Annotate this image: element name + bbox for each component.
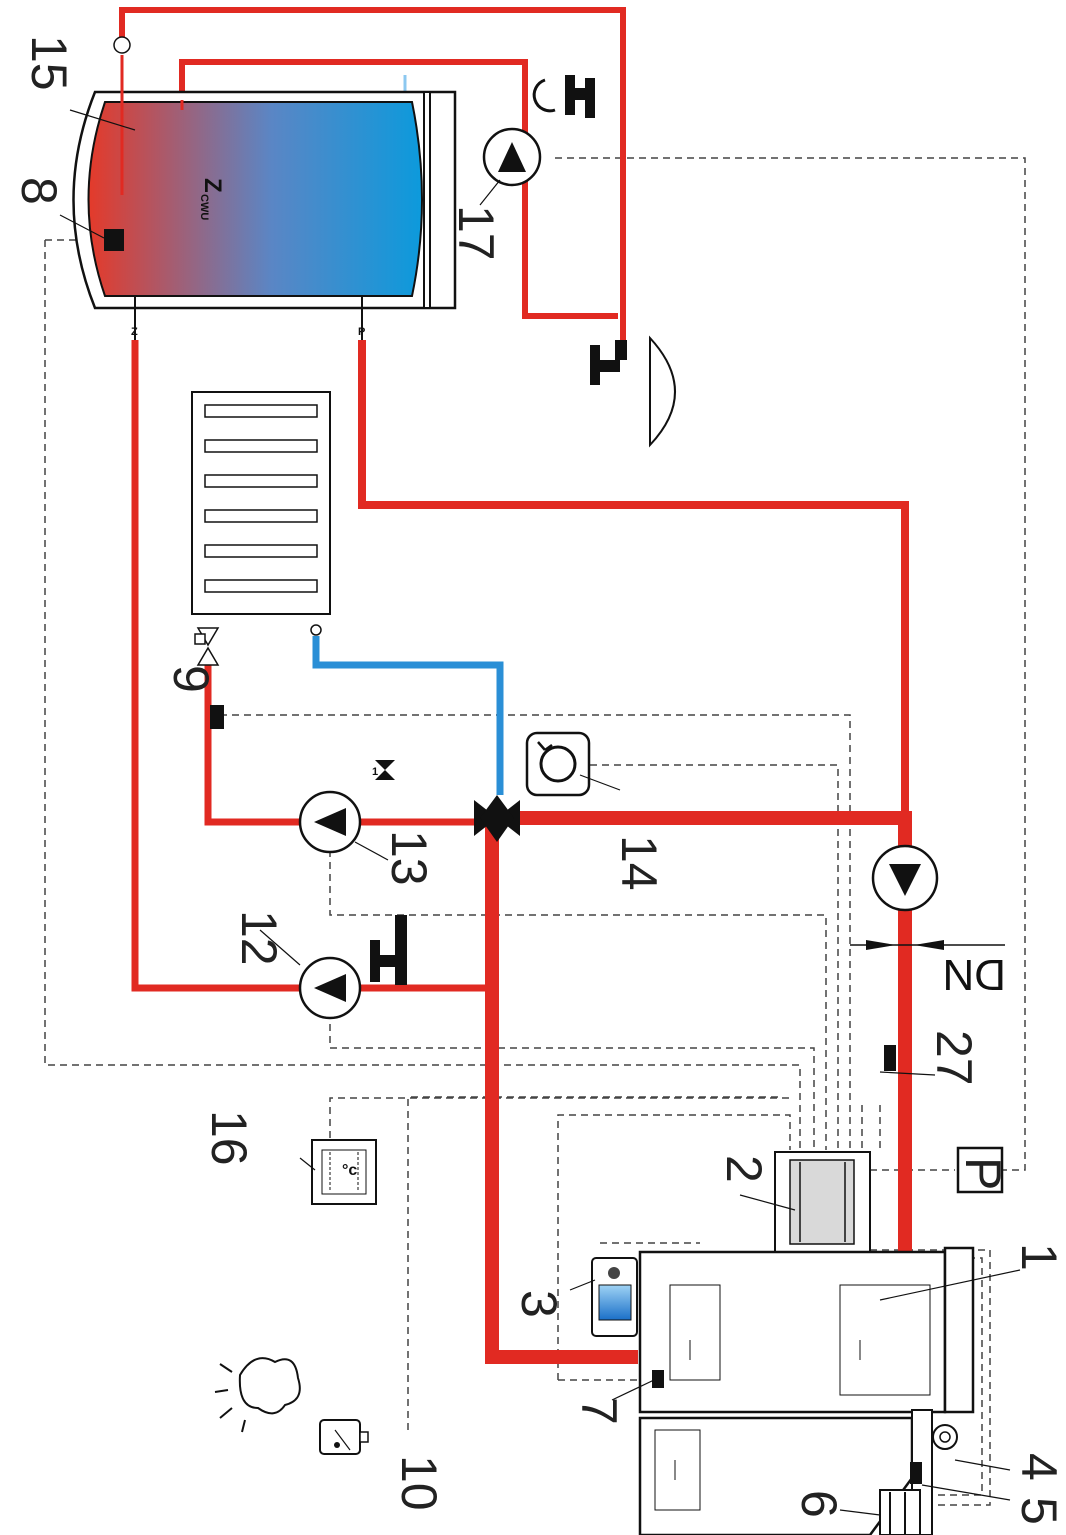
boiler-1 — [638, 1246, 975, 1414]
label-5: 5 — [1011, 1497, 1066, 1525]
controller-3 — [591, 1257, 638, 1337]
tank-thermometer — [113, 36, 131, 54]
label-12: 12 — [231, 910, 287, 966]
radiator — [191, 391, 331, 666]
label-10: 10 — [391, 1455, 447, 1511]
label-17: 17 — [448, 205, 504, 261]
control-wiring — [44, 157, 1026, 1506]
mixing-valve-mark: 1 — [372, 766, 378, 778]
circulation-pipe — [179, 59, 618, 319]
dhw-tank: Z P Z CWU — [72, 36, 457, 340]
pipe-size-label: DN — [942, 950, 1006, 999]
faucet-icon — [590, 340, 627, 385]
valve-actuator-14 — [525, 731, 591, 797]
radiator-supply-pipe — [204, 655, 492, 826]
pump-17 — [482, 127, 542, 187]
label-14: 14 — [611, 835, 667, 891]
dhw-outlet-pipe — [119, 7, 626, 340]
weather-icon — [214, 1357, 301, 1433]
pump-12 — [298, 956, 362, 1020]
label-2: 2 — [716, 1155, 772, 1183]
label-7: 7 — [571, 1397, 627, 1425]
tank-port-p: P — [358, 326, 365, 338]
shower-basin-icon — [649, 335, 676, 448]
tank-title: Z — [199, 178, 226, 193]
sensor-8 — [104, 229, 124, 251]
pipe-size-marker: DN — [850, 940, 1006, 999]
sensor-7 — [652, 1370, 664, 1388]
faucet-tank-charge-icon — [370, 915, 407, 985]
label-3: 3 — [511, 1290, 567, 1318]
label-8: 8 — [11, 177, 67, 205]
mixing-valve — [474, 795, 520, 842]
label-9: 9 — [163, 665, 219, 693]
tank-title-subscript: CWU — [198, 194, 210, 220]
label-15: 15 — [21, 35, 77, 91]
pressure-gauge-label: P — [955, 1157, 1011, 1190]
label-13: 13 — [381, 830, 437, 886]
tank-coil-return-pipe — [358, 340, 909, 818]
label-1: 1 — [1011, 1243, 1066, 1271]
label-6: 6 — [791, 1490, 847, 1518]
label-27: 27 — [926, 1030, 982, 1086]
label-16: 16 — [201, 1110, 257, 1166]
leader-lines — [59, 109, 1021, 1516]
radiator-return-pipe — [312, 636, 504, 795]
tank-charge-pipe — [131, 340, 492, 992]
fan-4 — [932, 1424, 958, 1450]
outdoor-sensor-10 — [319, 1419, 369, 1455]
module-2 — [774, 1151, 871, 1253]
fuel-hopper — [638, 1409, 933, 1535]
label-4: 4 — [1011, 1453, 1066, 1481]
room-thermostat-16: °c — [311, 1139, 377, 1205]
tank-port-z: Z — [131, 326, 138, 338]
mixing-valve-small-icon — [375, 760, 395, 780]
boiler-pump — [871, 844, 939, 912]
thermostat-degree-icon: °c — [342, 1162, 357, 1179]
sensor-9 — [210, 705, 224, 729]
sensor-27 — [884, 1045, 896, 1071]
pump-13 — [298, 790, 362, 854]
pressure-gauge: P — [955, 1146, 1011, 1194]
faucet-circulation-icon — [532, 75, 595, 118]
sensor-5 — [910, 1462, 922, 1484]
labels: 15 8 17 9 13 12 14 27 16 2 3 1 7 10 6 4 … — [11, 35, 1066, 1525]
